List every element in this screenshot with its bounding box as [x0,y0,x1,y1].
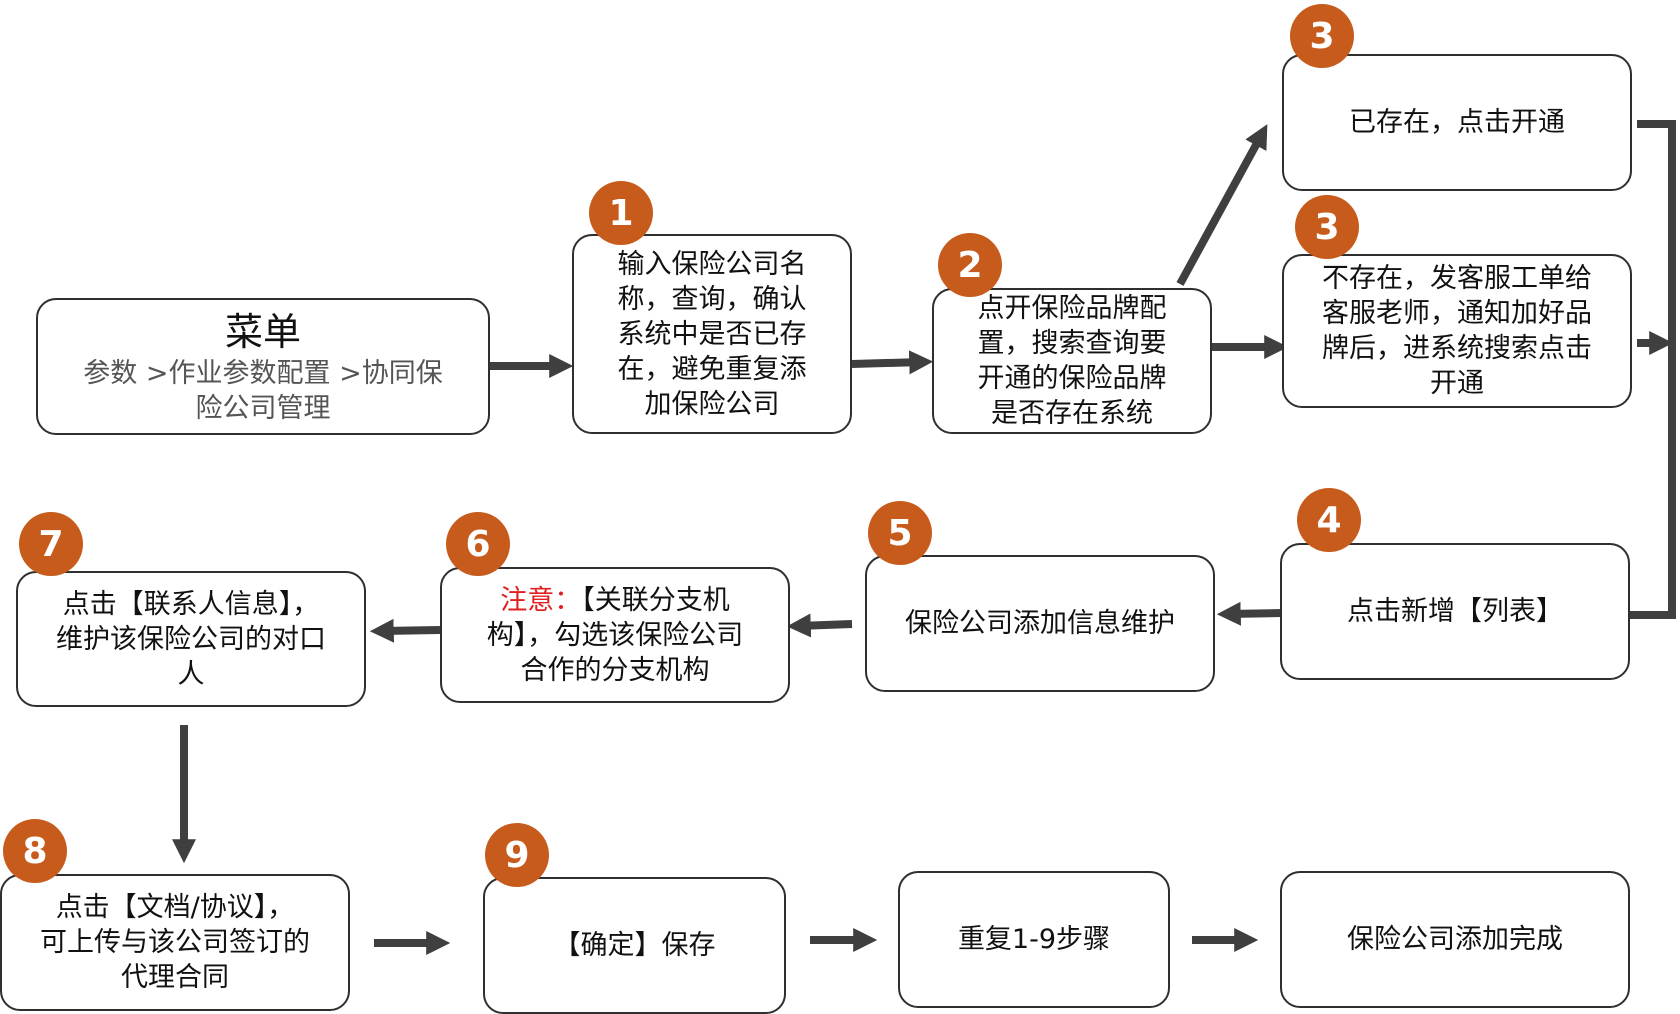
step-2-box: 点开保险品牌配 置，搜索查询要 开通的保险品牌 是否存在系统 [932,288,1212,434]
step-text-line: 系统中是否已存 [617,318,807,350]
step-number-badge: 3 [1295,195,1359,259]
menu-box: 菜单 参数 >作业参数配置 >协同保 险公司管理 [36,298,490,435]
step-number-badge: 9 [485,823,549,887]
step-text-line: 输入保险公司名 [617,248,807,280]
step-number-badge: 5 [868,501,932,565]
step-text-line: 是否存在系统 [991,398,1153,429]
step-text-line: 注意：【关联分支机 [500,583,730,618]
step-4-box: 点击新增【列表】 [1280,543,1630,680]
step-text-line: 在，避免重复添 [617,353,807,385]
arrow-exists-to-step4 [1593,120,1676,627]
step-text-line: 重复1-9步骤 [957,924,1111,955]
arrow-step2-to-exists [1176,124,1268,286]
step-7-box: 点击【联系人信息】， 维护该保险公司的对口 人 [16,571,366,707]
step-text-line: 点击新增【列表】 [1347,596,1563,627]
arrow-step6-to-step7 [369,618,441,643]
step-3-exists-box: 已存在，点击开通 [1282,54,1632,191]
step-6-box: 注意：【关联分支机 构】，勾选该保险公司 合作的分支机构 [440,567,790,703]
step-text-line: 已存在，点击开通 [1349,107,1565,138]
step-text-line: 称，查询，确认 [617,283,807,315]
step-text-line: 牌后，进系统搜索点击 [1322,333,1592,364]
step-text-line: 点开保险品牌配 [977,293,1167,324]
step-number-badge: 6 [446,512,510,576]
step-text-line: 加保险公司 [644,388,780,420]
step-text-line: 点击【联系人信息】， [62,588,320,620]
step-number-badge: 7 [19,512,83,576]
step-text-line: 置，搜索查询要 [977,328,1167,359]
menu-path-line: 参数 >作业参数配置 >协同保 [83,357,443,389]
step-number-badge: 2 [938,233,1002,297]
step-text-line: 开通的保险品牌 [977,363,1167,394]
step-9-box: 【确定】保存 [483,877,786,1014]
arrow-step1-to-step2 [851,350,934,375]
step-text-line: 可上传与该公司签订的 [40,927,310,958]
menu-path-line: 险公司管理 [195,392,331,424]
completed-box: 保险公司添加完成 [1280,871,1630,1008]
warning-text: 【关联分支机 [581,584,730,616]
step-text-line: 保险公司添加信息维护 [905,608,1175,639]
arrow-step5-to-step6 [786,613,853,638]
step-text-line: 维护该保险公司的对口 [56,623,326,655]
step-text-line: 不存在，发客服工单给 [1322,263,1592,294]
step-text-line: 保险公司添加完成 [1347,924,1563,955]
step-text-line: 合作的分支机构 [520,654,710,686]
step-text-line: 【确定】保存 [553,930,716,961]
step-text-line: 人 [177,658,205,690]
step-number-badge: 4 [1297,488,1361,552]
warning-label: 注意： [500,584,582,616]
step-text-line: 客服老师，通知加好品 [1322,298,1592,329]
repeat-steps-box: 重复1-9步骤 [898,871,1170,1008]
step-number-badge: 1 [589,181,653,245]
step-1-box: 输入保险公司名 称，查询，确认 系统中是否已存 在，避免重复添 加保险公司 [572,234,852,434]
step-text-line: 代理合同 [121,962,229,993]
step-number-badge: 8 [3,819,67,883]
step-5-box: 保险公司添加信息维护 [865,555,1215,692]
step-3-not-exists-box: 不存在，发客服工单给 客服老师，通知加好品 牌后，进系统搜索点击 开通 [1282,254,1632,408]
arrow-step4-to-step5 [1216,601,1283,626]
step-text-line: 点击【文档/协议】， [55,892,295,923]
menu-title: 菜单 [224,309,301,354]
step-text-line: 构】，勾选该保险公司 [486,619,744,651]
step-text-line: 开通 [1430,368,1484,399]
step-number-badge: 3 [1290,4,1354,68]
step-8-box: 点击【文档/协议】， 可上传与该公司签订的 代理合同 [0,874,350,1011]
